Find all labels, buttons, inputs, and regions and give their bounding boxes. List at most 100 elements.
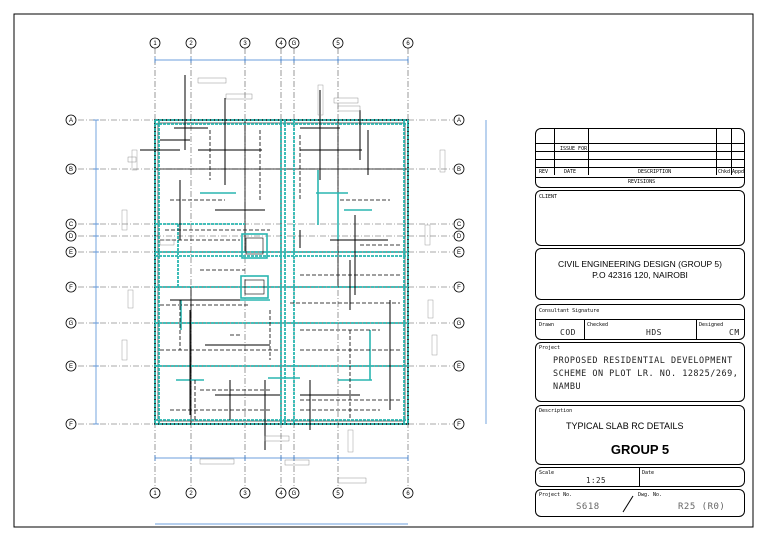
consultant-label: Consultant Signature [539, 308, 600, 314]
date-label: Date [642, 470, 655, 476]
grid-bubble [332, 37, 344, 49]
bar-mark-tag [337, 477, 367, 484]
revision-table: ISSUE FOR REV DATE DESCRIPTION Chkd Appd… [535, 128, 745, 188]
project-line-2: SCHEME ON PLOT LR. NO. 12825/269, [553, 369, 739, 379]
grid-bubble-label: 1 [153, 491, 157, 497]
grid-bubble-label: G [292, 491, 297, 497]
grid-bubble-label: 4 [279, 491, 283, 497]
callout-tag [121, 209, 128, 231]
grid-bubble-label: F [69, 285, 73, 291]
grid-bubble-label: E [69, 364, 73, 370]
grid-bubble [453, 281, 465, 293]
drawing-no-label: Dwg. No. [638, 492, 663, 498]
bar-mark-tag [337, 105, 361, 112]
grid-bubble-label: 6 [406, 491, 410, 497]
grid-bubble-label: F [457, 422, 461, 428]
grid-bubble [453, 114, 465, 126]
grid-bubble [332, 487, 344, 499]
grid-bubble-label: B [457, 167, 461, 173]
grid-bubble [402, 37, 414, 49]
grid-bubble [288, 487, 300, 499]
grid-bubble [65, 230, 77, 242]
grid-bubble-label: F [457, 285, 461, 291]
designed-label: Designed [699, 322, 724, 328]
revisions-caption: REVISIONS [628, 179, 656, 185]
bar-mark-tag [264, 435, 290, 442]
grid-bubble-label: D [457, 234, 462, 240]
checked-label: Checked [587, 322, 609, 328]
grid-bubble [453, 418, 465, 430]
opening-inner [245, 237, 264, 255]
description-label: Description [539, 408, 573, 414]
scale-value: 1:25 [586, 476, 607, 485]
approved-header: Appd [732, 169, 745, 175]
grid-bubble-label: 5 [336, 491, 340, 497]
scale-label: Scale [539, 470, 555, 476]
grid-bubble-label: F [69, 422, 73, 428]
designer-name: CIVIL ENGINEERING DESIGN (GROUP 5) [558, 259, 722, 269]
grid-bubble-label: 2 [189, 491, 193, 497]
description-box: Description TYPICAL SLAB RC DETAILS GROU… [535, 405, 745, 465]
grid-bubble [185, 37, 197, 49]
grid-bubble-label: C [457, 222, 462, 228]
project-line-3: NAMBU [553, 382, 582, 392]
project-line-1: PROPOSED RESIDENTIAL DEVELOPMENT [553, 356, 733, 366]
grid-bubble-label: A [457, 118, 461, 124]
project-label: Project [539, 345, 561, 351]
grid-bubble [453, 246, 465, 258]
grid-bubble [275, 37, 287, 49]
grid-bubble [65, 317, 77, 329]
grid-bubble-label: G [457, 321, 462, 327]
grid-bubble [65, 218, 77, 230]
bar-mark-tag [333, 97, 359, 104]
grid-bubble-label: E [457, 364, 461, 370]
grid-bubble [65, 281, 77, 293]
client-label: CLIENT [539, 194, 558, 200]
project-no-label: Project No. [539, 492, 573, 498]
signature-box: Consultant Signature Drawn COD Checked H… [535, 304, 745, 340]
designer-box: CIVIL ENGINEERING DESIGN (GROUP 5) P.O 4… [535, 248, 745, 300]
designed-value: CM [729, 328, 740, 337]
slash-divider [622, 495, 634, 513]
grid-bubble-label: B [69, 167, 73, 173]
grid-bubble [65, 418, 77, 430]
revision-row-text: ISSUE FOR [560, 146, 588, 152]
grid-bubble-label: D [69, 234, 74, 240]
callout-tag [427, 299, 434, 319]
project-no-value: S618 [576, 502, 600, 512]
grid-bubble [149, 487, 161, 499]
grid-bubble [453, 360, 465, 372]
opening-inner [244, 279, 265, 295]
rev-header: REV [539, 169, 549, 175]
grid-bubble-label: 3 [243, 491, 247, 497]
grid-bubble-label: 5 [336, 41, 340, 47]
callout-tag [439, 149, 446, 173]
drawing-title: TYPICAL SLAB RC DETAILS [566, 421, 684, 431]
drawn-label: Drawn [539, 322, 555, 328]
grid-bubble-label: G [292, 41, 297, 47]
description-header: DESCRIPTION [638, 169, 672, 175]
grid-bubble [149, 37, 161, 49]
grid-bubble [65, 163, 77, 175]
bar-mark-tag [159, 239, 175, 246]
grid-bubble [239, 37, 251, 49]
grid-bubble [453, 230, 465, 242]
grid-bubble [402, 487, 414, 499]
callout-tag [431, 334, 438, 356]
grid-bubble-label: E [69, 250, 73, 256]
grid-bubble-label: C [69, 222, 74, 228]
scale-box: Scale 1:25 Date [535, 467, 745, 487]
drawn-value: COD [560, 328, 576, 337]
grid-bubble-label: E [457, 250, 461, 256]
opening [241, 233, 268, 259]
grid-bubble-label: 2 [189, 41, 193, 47]
grid-bubble [453, 163, 465, 175]
bar-mark-tag [284, 459, 310, 466]
grid-bubble [453, 317, 465, 329]
grid-bubble-label: 1 [153, 41, 157, 47]
drawing-no-value: R25 (R0) [678, 502, 726, 512]
bar-mark-tag [197, 77, 227, 84]
grid-bubble-label: 4 [279, 41, 283, 47]
callout-tag [317, 84, 324, 116]
